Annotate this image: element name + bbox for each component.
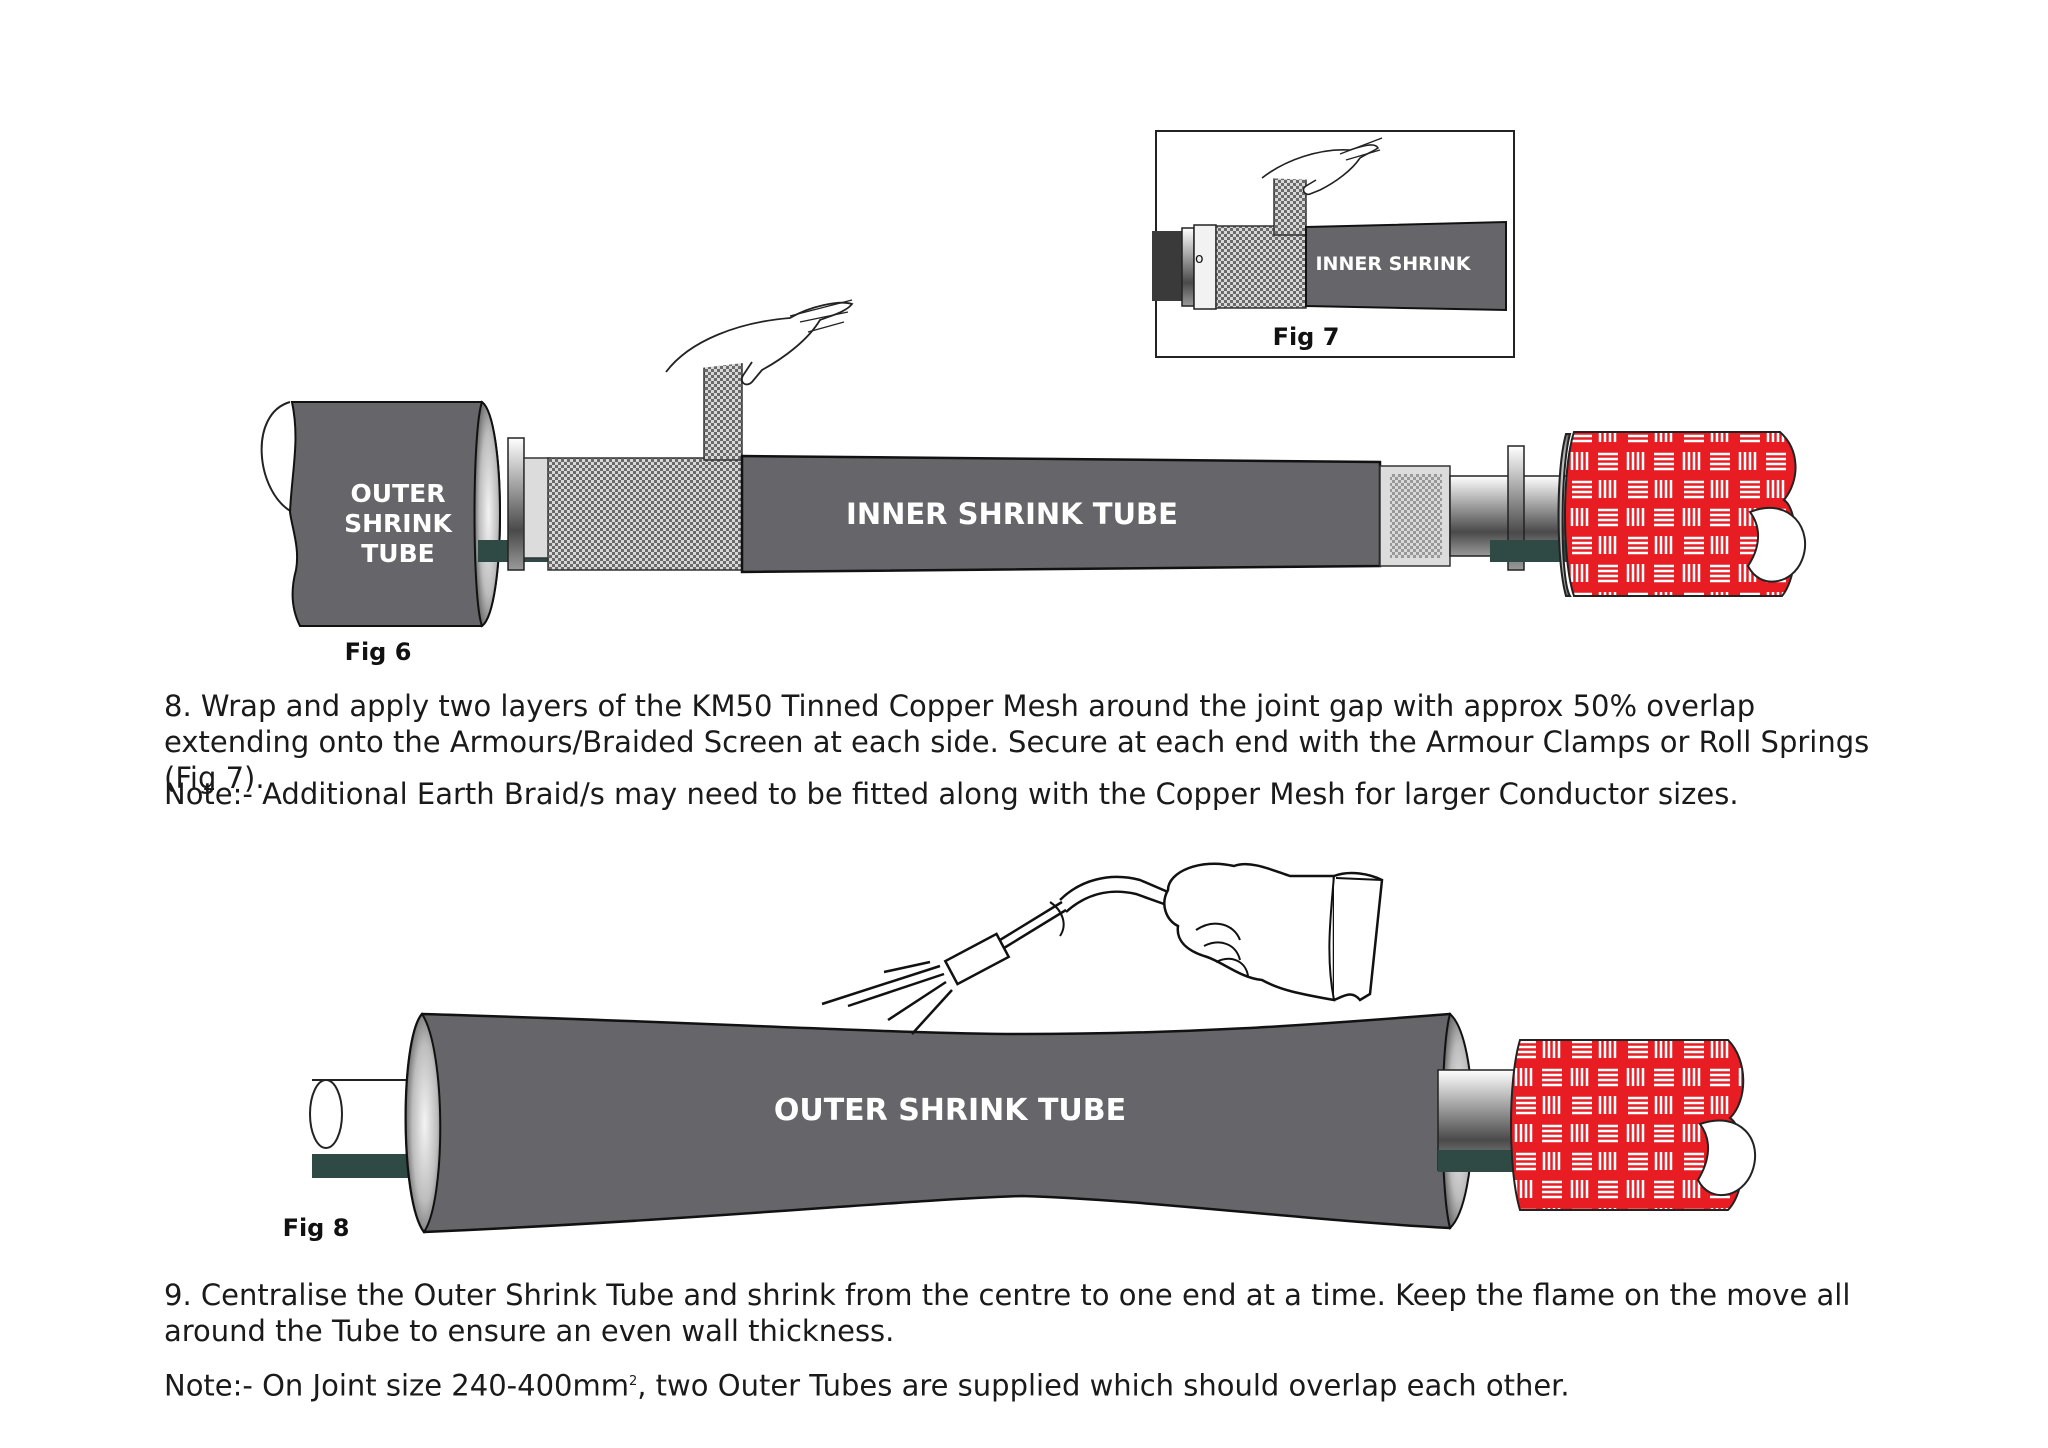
fig8-right-core (1438, 1150, 1518, 1172)
fig6-hand-icon (665, 301, 854, 386)
fig6-inner-label: INNER SHRINK TUBE (846, 497, 1178, 531)
fig7-illustration: o INNER SHRINK Fig 7 (1152, 130, 1515, 358)
step9-note-superscript: 2 (628, 1374, 638, 1389)
fig8-gloved-hand-icon (1163, 862, 1336, 1002)
step9-note: Note:- On Joint size 240-400mm2, two Out… (164, 1364, 1884, 1404)
fig6-outer-label-3: TUBE (361, 539, 435, 568)
step9-note-prefix: Note:- On Joint size 240-400mm (164, 1368, 629, 1403)
torch-icon (943, 875, 1169, 986)
fig8-caption: Fig 8 (283, 1214, 350, 1242)
fig6-mesh-strip (703, 359, 743, 461)
fig7-core (1152, 231, 1182, 301)
fig8-right-cable-end (1696, 1119, 1757, 1197)
fig7-clamp (1193, 224, 1217, 310)
fig8-illustration: OUTER SHRINK TUBE Fig 8 (283, 862, 1757, 1242)
fig6-caption: Fig 6 (345, 638, 412, 666)
fig6-right-cable-end (1746, 506, 1807, 583)
fig6-left-cable-end (260, 401, 293, 513)
fig8-outer-label: OUTER SHRINK TUBE (774, 1093, 1126, 1128)
flame-icon (821, 960, 953, 1035)
fig6-right-clamp (1507, 445, 1525, 571)
fig7-copper-mesh (1215, 225, 1307, 309)
step8-text: 8. Wrap and apply two layers of the KM50… (164, 689, 1870, 795)
step8-note: Note:- Additional Earth Braid/s may need… (164, 777, 1739, 811)
fig6-illustration: OUTER SHRINK TUBE INNER SHRINK TUBE Fig … (260, 299, 1807, 666)
fig7-inner-shrink-tube (1305, 220, 1507, 312)
fig7-caption: Fig 7 (1273, 323, 1340, 351)
fig6-copper-mesh (547, 457, 743, 571)
fig6-outer-label-2: SHRINK (344, 509, 453, 538)
step9-text: 9. Centralise the Outer Shrink Tube and … (164, 1278, 1851, 1348)
svg-text:o: o (1195, 251, 1204, 267)
fig6-outer-label-1: OUTER (351, 479, 446, 508)
fig6-left-clamp (507, 437, 525, 571)
fig6-right-core (1490, 540, 1570, 562)
step9-note-suffix: , two Outer Tubes are supplied which sho… (637, 1368, 1570, 1403)
fig8-left-cable-end (309, 1079, 343, 1149)
fig7-inner-label: INNER SHRINK (1315, 253, 1471, 275)
